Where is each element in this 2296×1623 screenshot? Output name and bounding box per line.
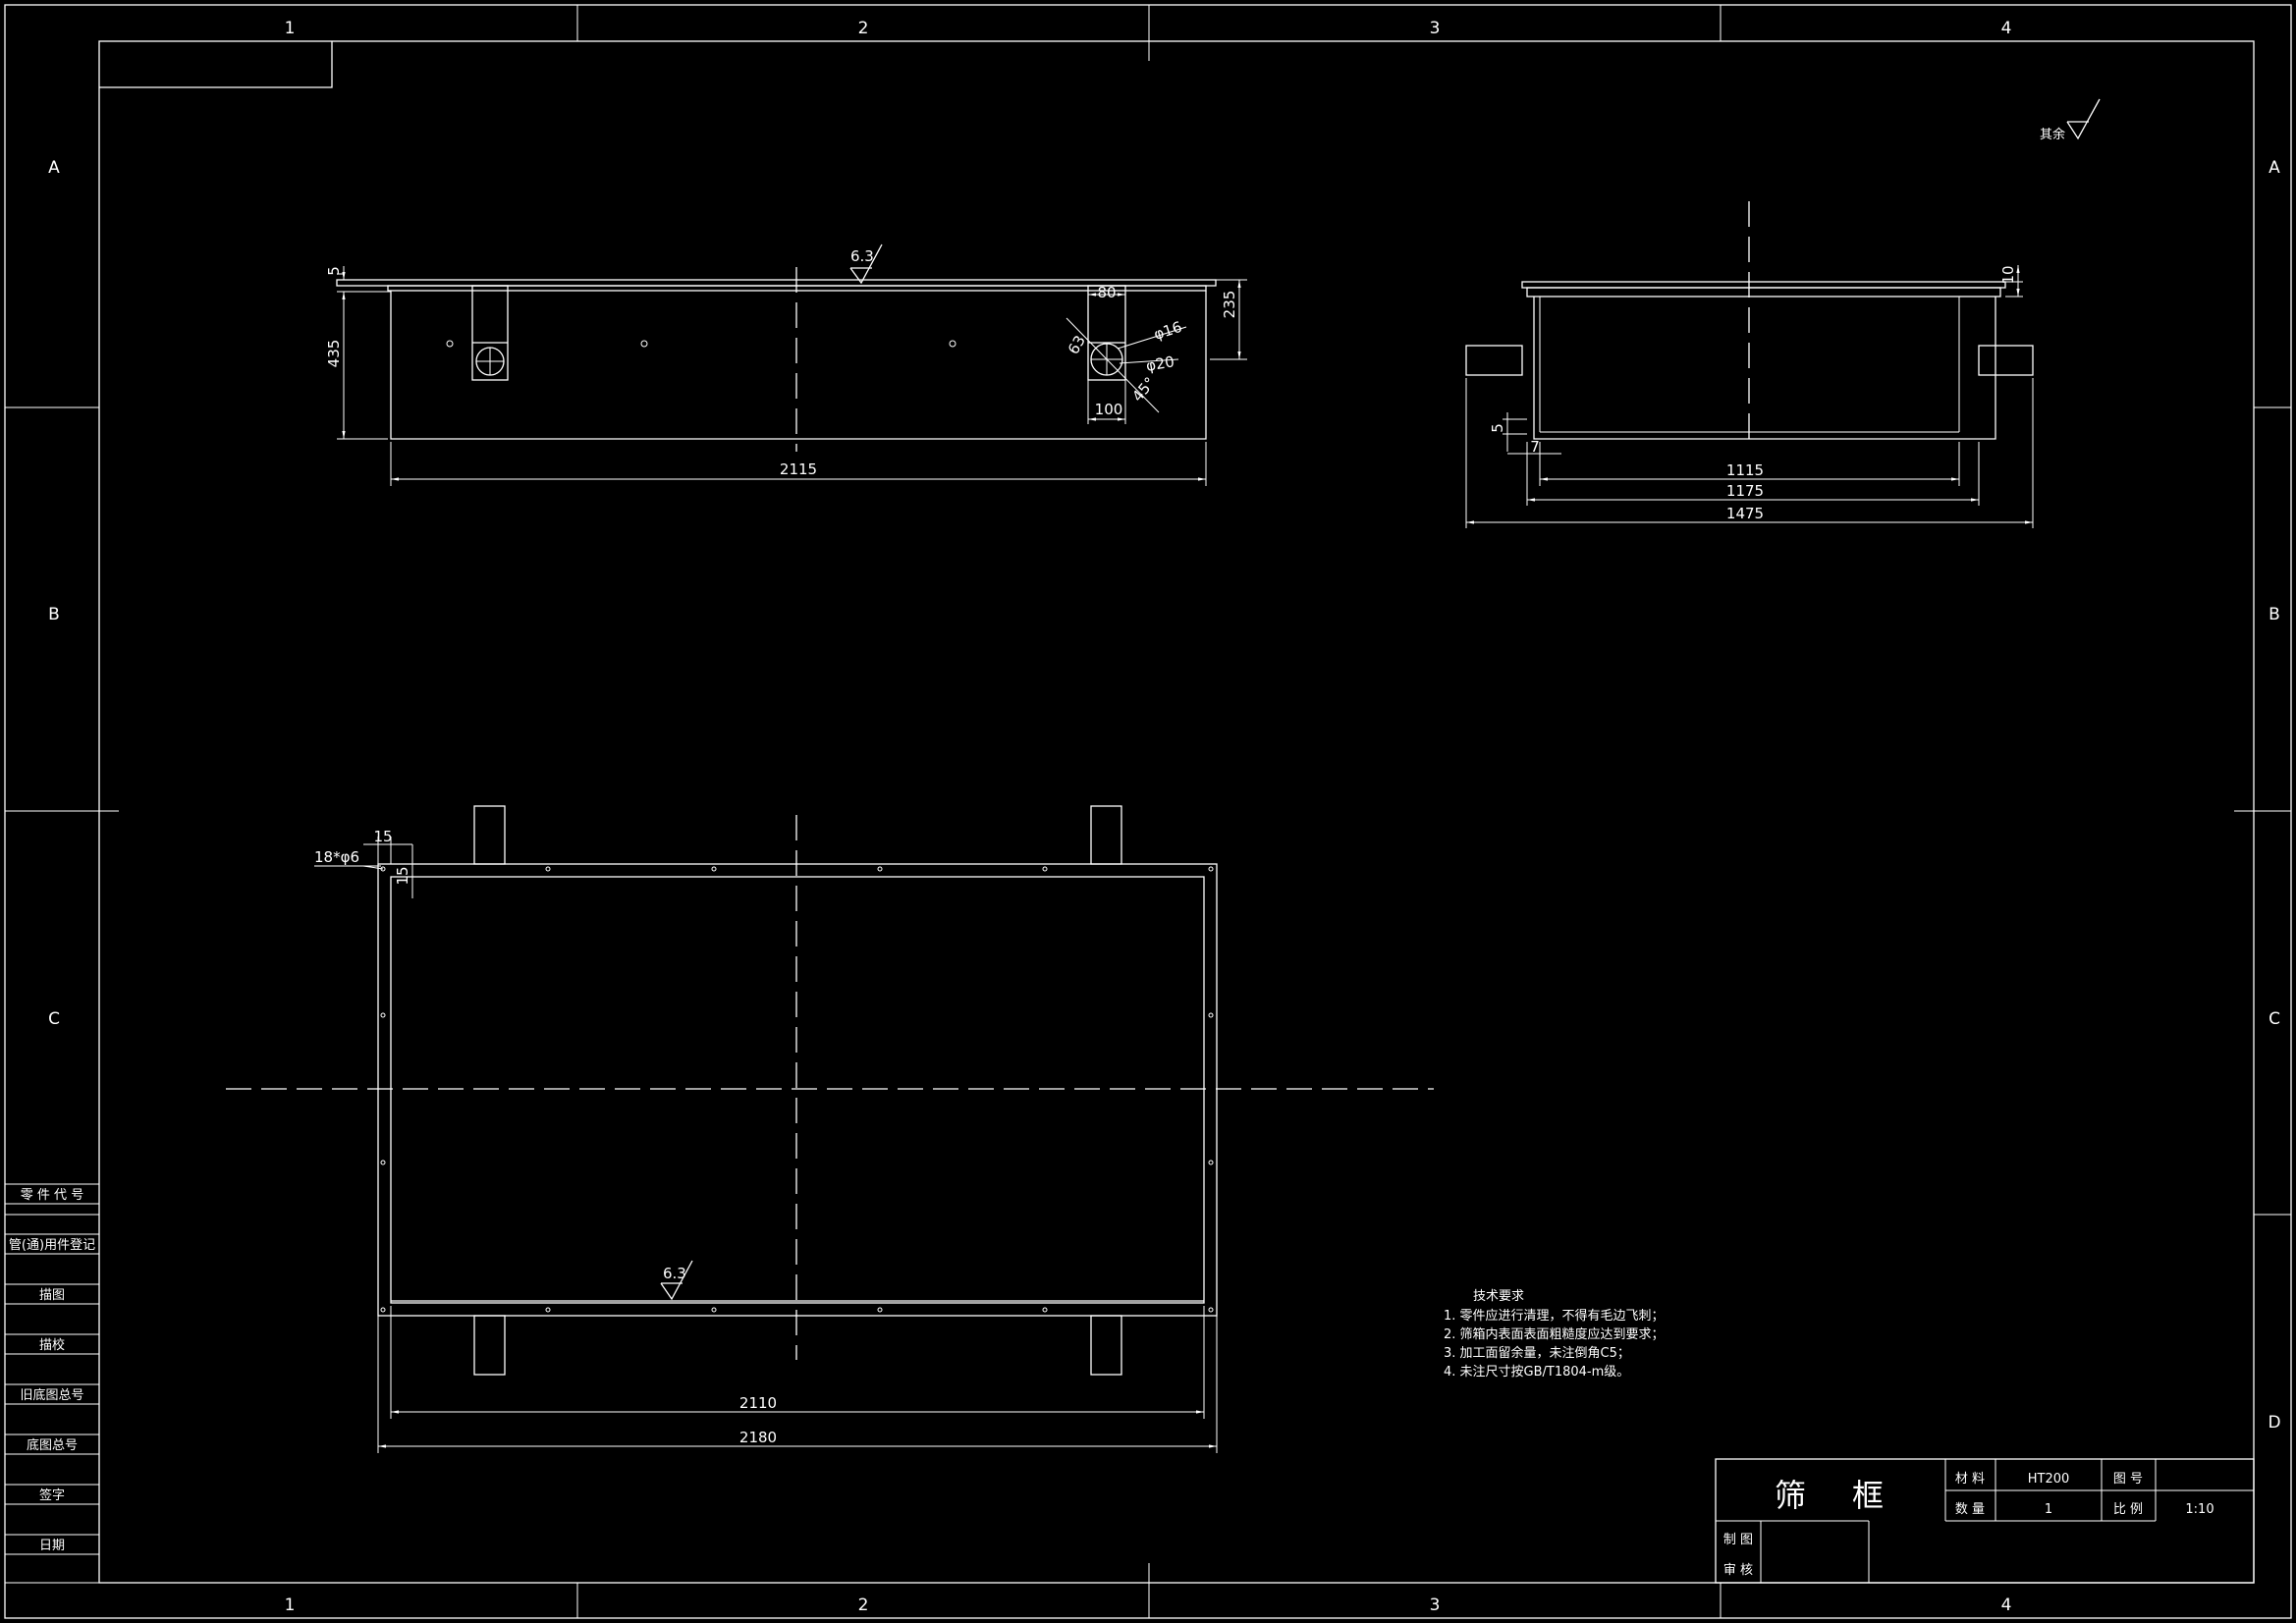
tech-req-item-1: 1. 零件应进行清理，不得有毛边飞刺； <box>1444 1308 1665 1324</box>
quantity-label: 数 量 <box>1955 1502 1985 1517</box>
side-view: 10 5 7 1115 1175 1475 <box>1465 201 2034 528</box>
sheet-border <box>4 4 2292 1619</box>
col-label-4-bottom: 4 <box>2001 1596 2012 1615</box>
general-roughness-symbol: 其余 <box>2040 98 2101 142</box>
stamp-part-code: 零 件 代 号 <box>21 1188 83 1203</box>
material-label: 材 料 <box>1955 1472 1985 1487</box>
grid-labels: 1 2 3 4 1 2 3 4 A B C A B C D <box>48 19 2280 1615</box>
roughness-general-prefix: 其余 <box>2040 127 2065 142</box>
row-label-b-right: B <box>2269 605 2280 624</box>
checked-label: 审 核 <box>1723 1563 1753 1578</box>
dim-top-edge-b: 15 <box>394 866 411 885</box>
front-roughness: 6.3 <box>850 247 874 265</box>
stamp-signature: 签字 <box>39 1488 65 1503</box>
part-name-char-1: 筛 <box>1775 1477 1806 1514</box>
dim-side-top: 10 <box>1999 265 2017 284</box>
stamp-old-base-no: 旧底图总号 <box>20 1387 83 1403</box>
tech-req-item-2: 2. 筛箱内表面表面粗糙度应达到要求； <box>1444 1326 1665 1342</box>
drawing-no-label: 图 号 <box>2113 1472 2143 1487</box>
stamp-common-register: 管(通)用件登记 <box>9 1238 95 1253</box>
dim-front-r63: 63 <box>1065 332 1089 357</box>
dim-side-outer: 1475 <box>1726 505 1764 522</box>
part-name-char-2: 框 <box>1852 1477 1884 1514</box>
scale-value: 1:10 <box>2185 1502 2214 1517</box>
dim-side-inner: 1115 <box>1726 461 1764 479</box>
col-label-1-bottom: 1 <box>285 1596 296 1615</box>
col-label-2-bottom: 2 <box>858 1596 869 1615</box>
row-label-b-left: B <box>48 605 60 624</box>
row-label-c-left: C <box>48 1009 60 1029</box>
dim-top-outer-length: 2180 <box>739 1429 777 1446</box>
stamp-trace: 描图 <box>39 1288 65 1303</box>
top-roughness: 6.3 <box>663 1265 686 1282</box>
dim-side-flange: 5 <box>1489 423 1506 433</box>
dim-top-edge-a: 15 <box>373 828 392 845</box>
tech-req-title: 技术要求 <box>1473 1289 1524 1304</box>
dim-top-holes: 18*φ6 <box>314 848 359 866</box>
col-label-2-top: 2 <box>858 19 869 38</box>
scale-label: 比 例 <box>2113 1502 2143 1517</box>
front-view: 6.3 2115 435 5 235 80 φ16 φ20 63 45° <box>325 243 1247 486</box>
dim-front-hole-20: φ20 <box>1145 352 1176 375</box>
tech-req-item-4: 4. 未注尺寸按GB/T1804-m级。 <box>1444 1365 1629 1380</box>
dim-side-middle: 1175 <box>1726 482 1764 500</box>
technical-requirements: 技术要求 1. 零件应进行清理，不得有毛边飞刺； 2. 筛箱内表面表面粗糙度应达… <box>1444 1289 1665 1380</box>
col-label-3-bottom: 3 <box>1430 1596 1441 1615</box>
dim-front-right-height: 235 <box>1221 291 1238 319</box>
dim-front-bottom-offset: 100 <box>1095 401 1123 418</box>
drawn-label: 制 图 <box>1723 1533 1753 1547</box>
dim-front-length: 2115 <box>780 460 817 478</box>
left-stamp-column: 零 件 代 号 管(通)用件登记 描图 描校 旧底图总号 底图总号 签字 日期 <box>5 1183 99 1584</box>
dim-top-inner-length: 2110 <box>739 1394 777 1412</box>
col-label-4-top: 4 <box>2001 19 2012 38</box>
dim-front-flange: 5 <box>325 266 343 276</box>
row-label-d-right: D <box>2268 1413 2280 1433</box>
stamp-trace-check: 描校 <box>39 1337 65 1353</box>
title-block: 筛 框 材 料 HT200 图 号 数 量 1 比 例 1:10 制 图 审 核 <box>1715 1458 2255 1584</box>
stamp-base-no: 底图总号 <box>27 1437 78 1453</box>
dim-front-height: 435 <box>325 340 343 368</box>
row-label-a-left: A <box>48 158 60 178</box>
dim-front-hole-16: φ16 <box>1152 318 1184 344</box>
dim-side-small: 7 <box>1530 438 1540 456</box>
top-view: 6.3 15 15 18*φ6 2110 2180 <box>226 805 1434 1453</box>
dim-front-angle: 45° <box>1128 374 1159 406</box>
tech-req-item-3: 3. 加工面留余量，未注倒角C5； <box>1444 1345 1630 1361</box>
material-value: HT200 <box>2028 1472 2070 1487</box>
col-label-1-top: 1 <box>285 19 296 38</box>
col-label-3-top: 3 <box>1430 19 1441 38</box>
dim-front-slot: 80 <box>1097 284 1116 301</box>
row-label-a-right: A <box>2269 158 2280 178</box>
stamp-date: 日期 <box>39 1539 65 1553</box>
quantity-value: 1 <box>2045 1502 2052 1517</box>
row-label-c-right: C <box>2269 1009 2280 1029</box>
